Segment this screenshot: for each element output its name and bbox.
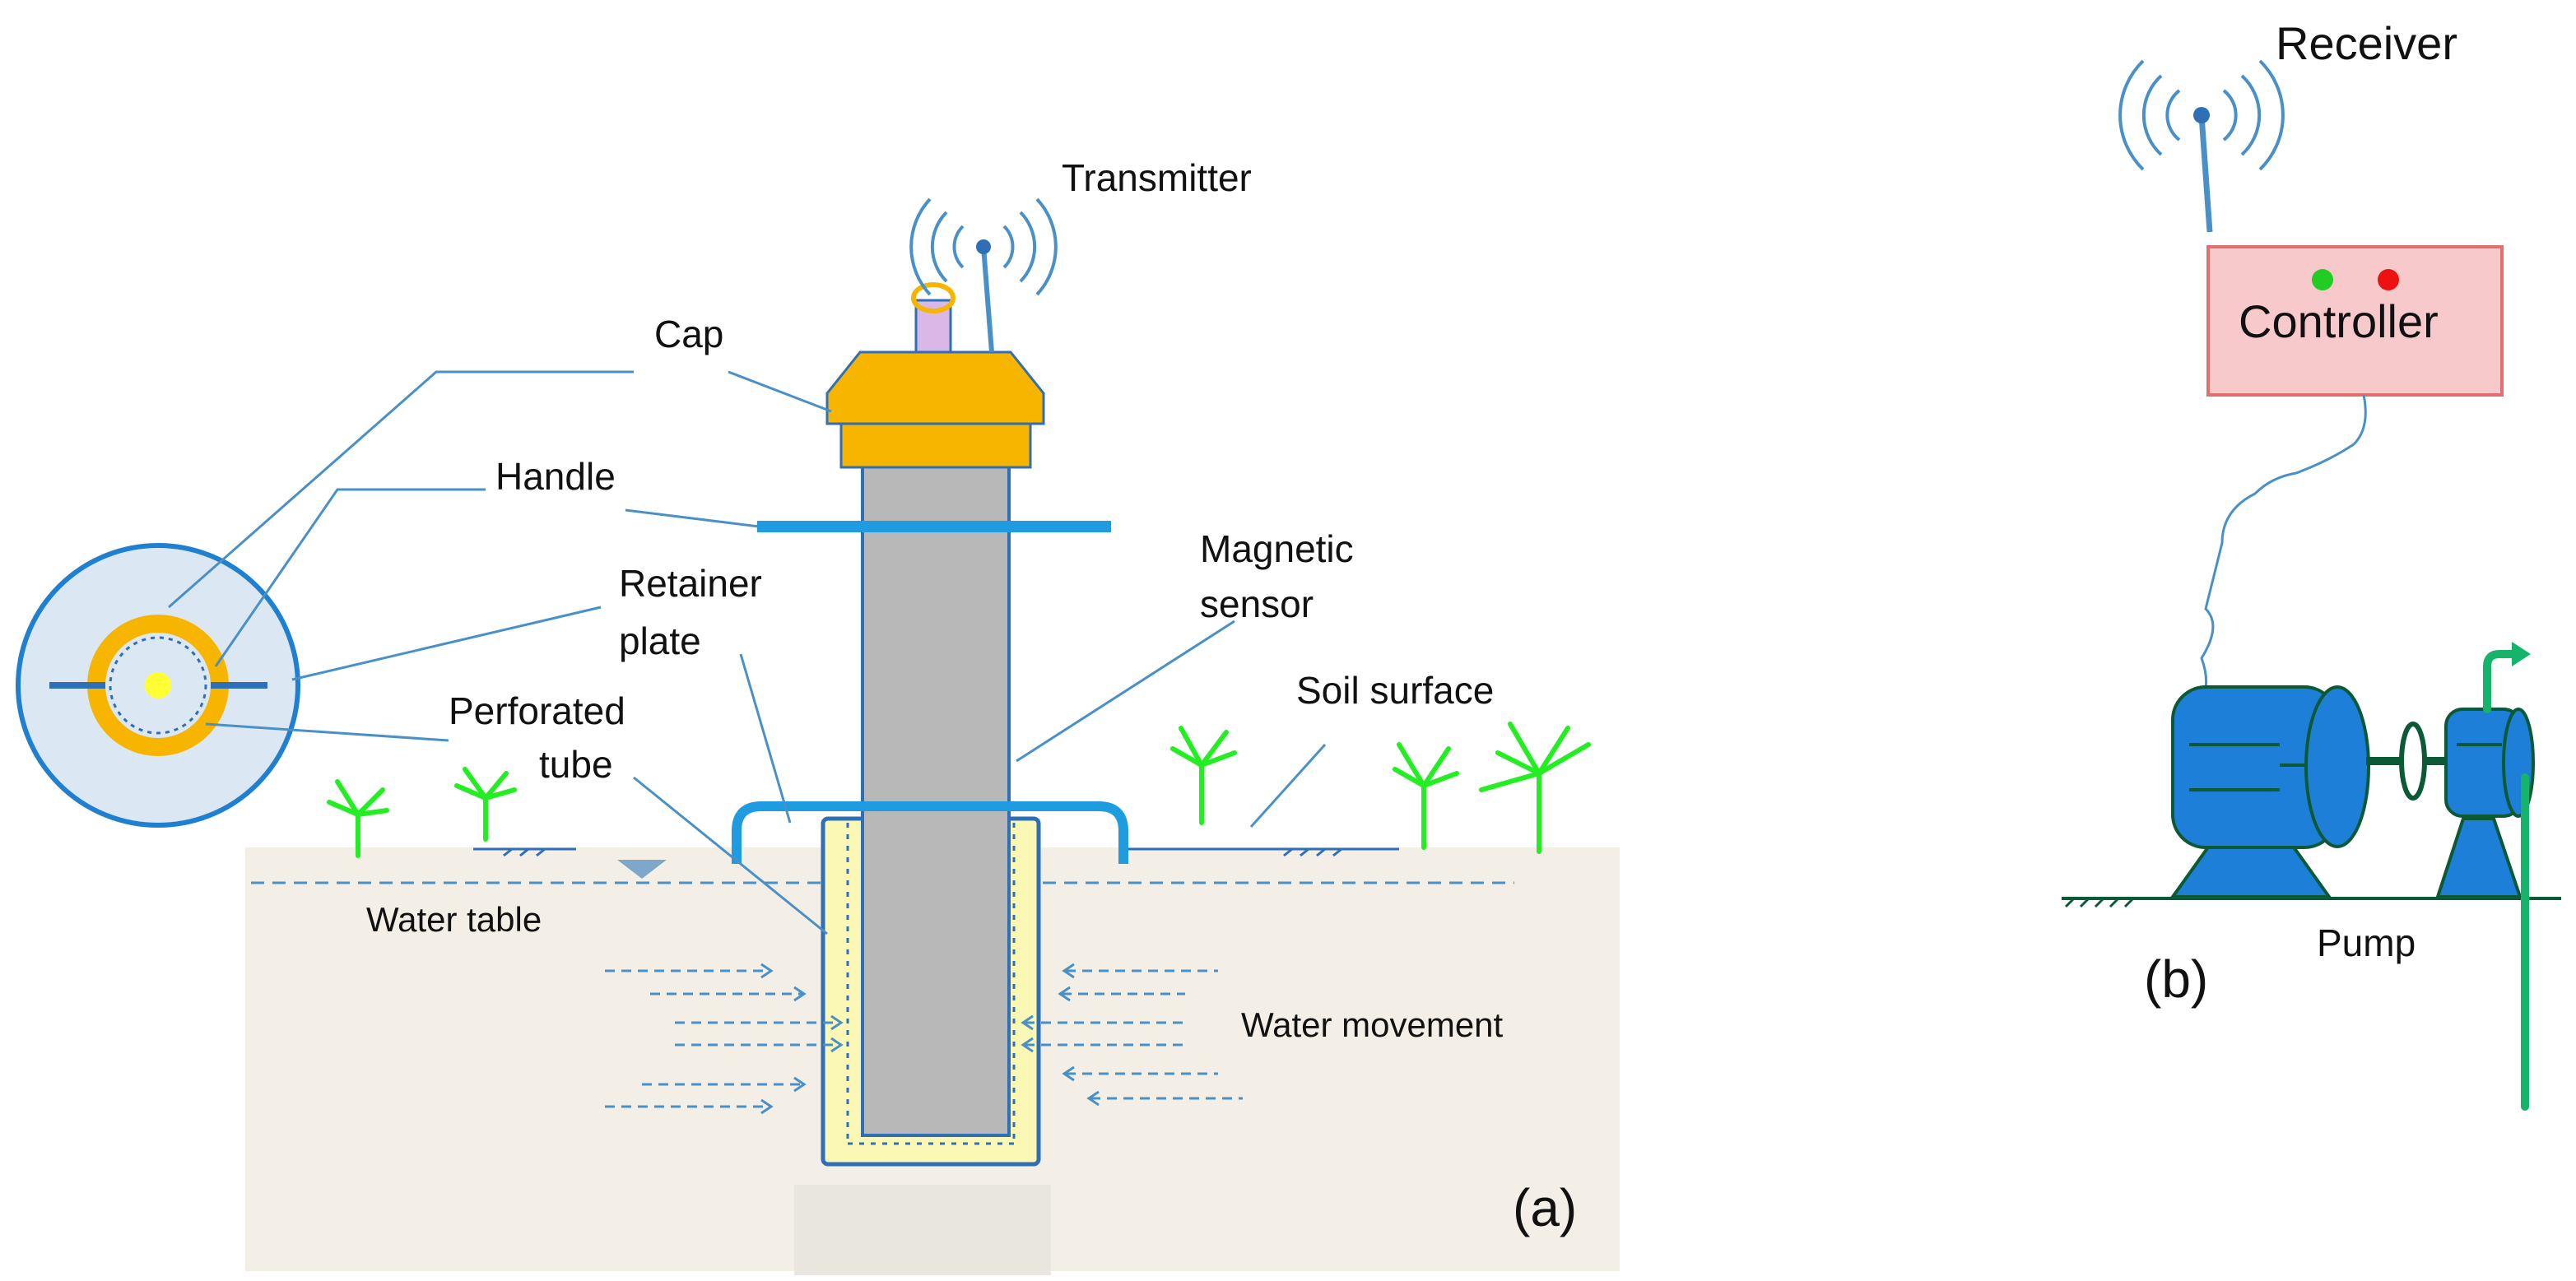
magnetic-sensor-label-line2: sensor [1200,582,1314,625]
plants [327,722,1591,858]
controller-led-red [2378,269,2399,290]
leader-lines [168,370,1327,935]
transmitter-label: Transmitter [1062,156,1252,199]
receiver-label: Receiver [2276,17,2457,69]
transmitter-antenna [976,239,994,353]
panel-a: Transmitter Cap Handle Retainer plate Ma… [16,156,1620,1275]
water-table-marker [617,860,667,879]
pump-motor [2169,685,2370,898]
controller-box [2206,245,2504,397]
controller-led-green [2312,269,2333,290]
cross-section-inset [16,543,300,828]
panel-b: Receiver Controller [2062,17,2561,1111]
pump-coupling [2399,722,2427,801]
cap-label: Cap [654,313,723,355]
handle-label: Handle [495,455,616,498]
transmitter-signal-icon [909,197,1058,296]
magnetic-sensor-rod [861,463,1011,1137]
perforated-tube-label-line1: Perforated [449,689,625,732]
soil-surface-label: Soil surface [1296,669,1494,712]
retainer-plate [732,801,1128,864]
receiver-antenna [2193,107,2213,233]
pump-label: Pump [2317,921,2416,964]
water-movement-arrows [605,969,1243,1108]
pump-body [2435,708,2535,898]
controller-cable [2192,394,2367,717]
controller-label: Controller [2239,295,2439,347]
panel-b-label: (b) [2144,949,2208,1009]
handle [757,521,1111,532]
well-base-shadow [794,1185,1051,1275]
water-table-label: Water table [366,900,542,939]
pump-ground-hatch [2064,897,2135,908]
retainer-plate-label-line1: Retainer [619,562,762,605]
cap-base [839,420,1032,469]
soil-surface-hatch [473,847,1399,857]
pump-outlet-arrow [2512,642,2531,666]
receiver-signal-icon [2118,59,2285,171]
perforated-tube-label-line2: tube [539,743,613,786]
water-movement-arrowheads [760,963,1100,1115]
magnetic-sensor-label-line1: Magnetic [1200,527,1354,570]
panel-a-label: (a) [1513,1178,1577,1237]
pump-pipes [2483,650,2529,1111]
water-movement-label: Water movement [1241,1005,1504,1044]
cap-roof [825,350,1045,425]
retainer-plate-label-line2: plate [619,620,701,662]
